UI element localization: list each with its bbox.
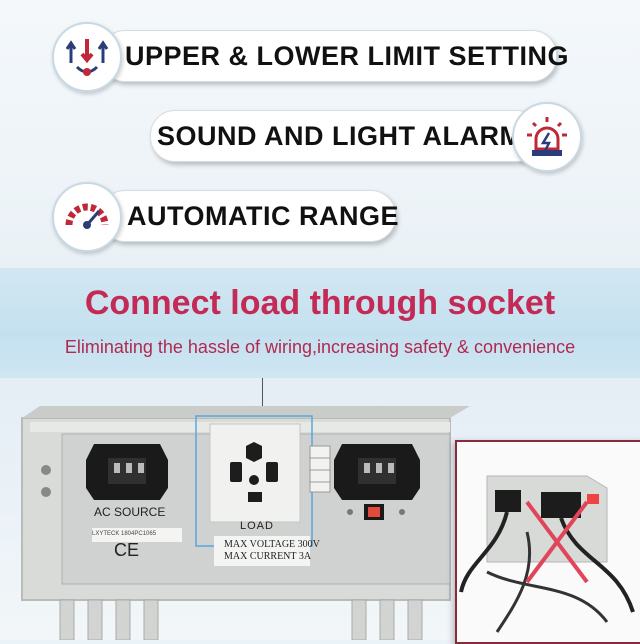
serial-label: LXYTECK 1804PC1065 <box>92 531 157 537</box>
callout-line <box>262 378 263 418</box>
feature-label-limit: UPPER & LOWER LIMIT SETTING <box>125 40 569 71</box>
max-current-label: MAX CURRENT 3A <box>224 551 312 562</box>
device-rear-panel <box>21 406 470 640</box>
ac-source-label: AC SOURCE <box>94 505 166 519</box>
speedometer-icon <box>52 182 122 252</box>
wiring-inset-photo <box>455 440 640 644</box>
headline-band <box>0 268 640 378</box>
headline: Connect load through socket <box>84 284 556 322</box>
load-label: LOAD <box>240 520 274 532</box>
feature-pill-range: AUTOMATIC RANGE <box>100 190 399 242</box>
siren-icon <box>512 102 582 172</box>
max-voltage-label: MAX VOLTAGE 300V <box>224 539 320 550</box>
subheadline: Eliminating the hassle of wiring,increas… <box>64 337 576 357</box>
feature-pill-alarm: SOUND AND LIGHT ALARM <box>150 110 542 162</box>
feature-pill-limit: UPPER & LOWER LIMIT SETTING <box>100 30 569 82</box>
feature-label-alarm: SOUND AND LIGHT ALARM <box>157 120 523 151</box>
arrows-updown-icon <box>52 22 122 92</box>
feature-label-range: AUTOMATIC RANGE <box>127 200 399 231</box>
ce-mark: CE <box>114 540 140 560</box>
